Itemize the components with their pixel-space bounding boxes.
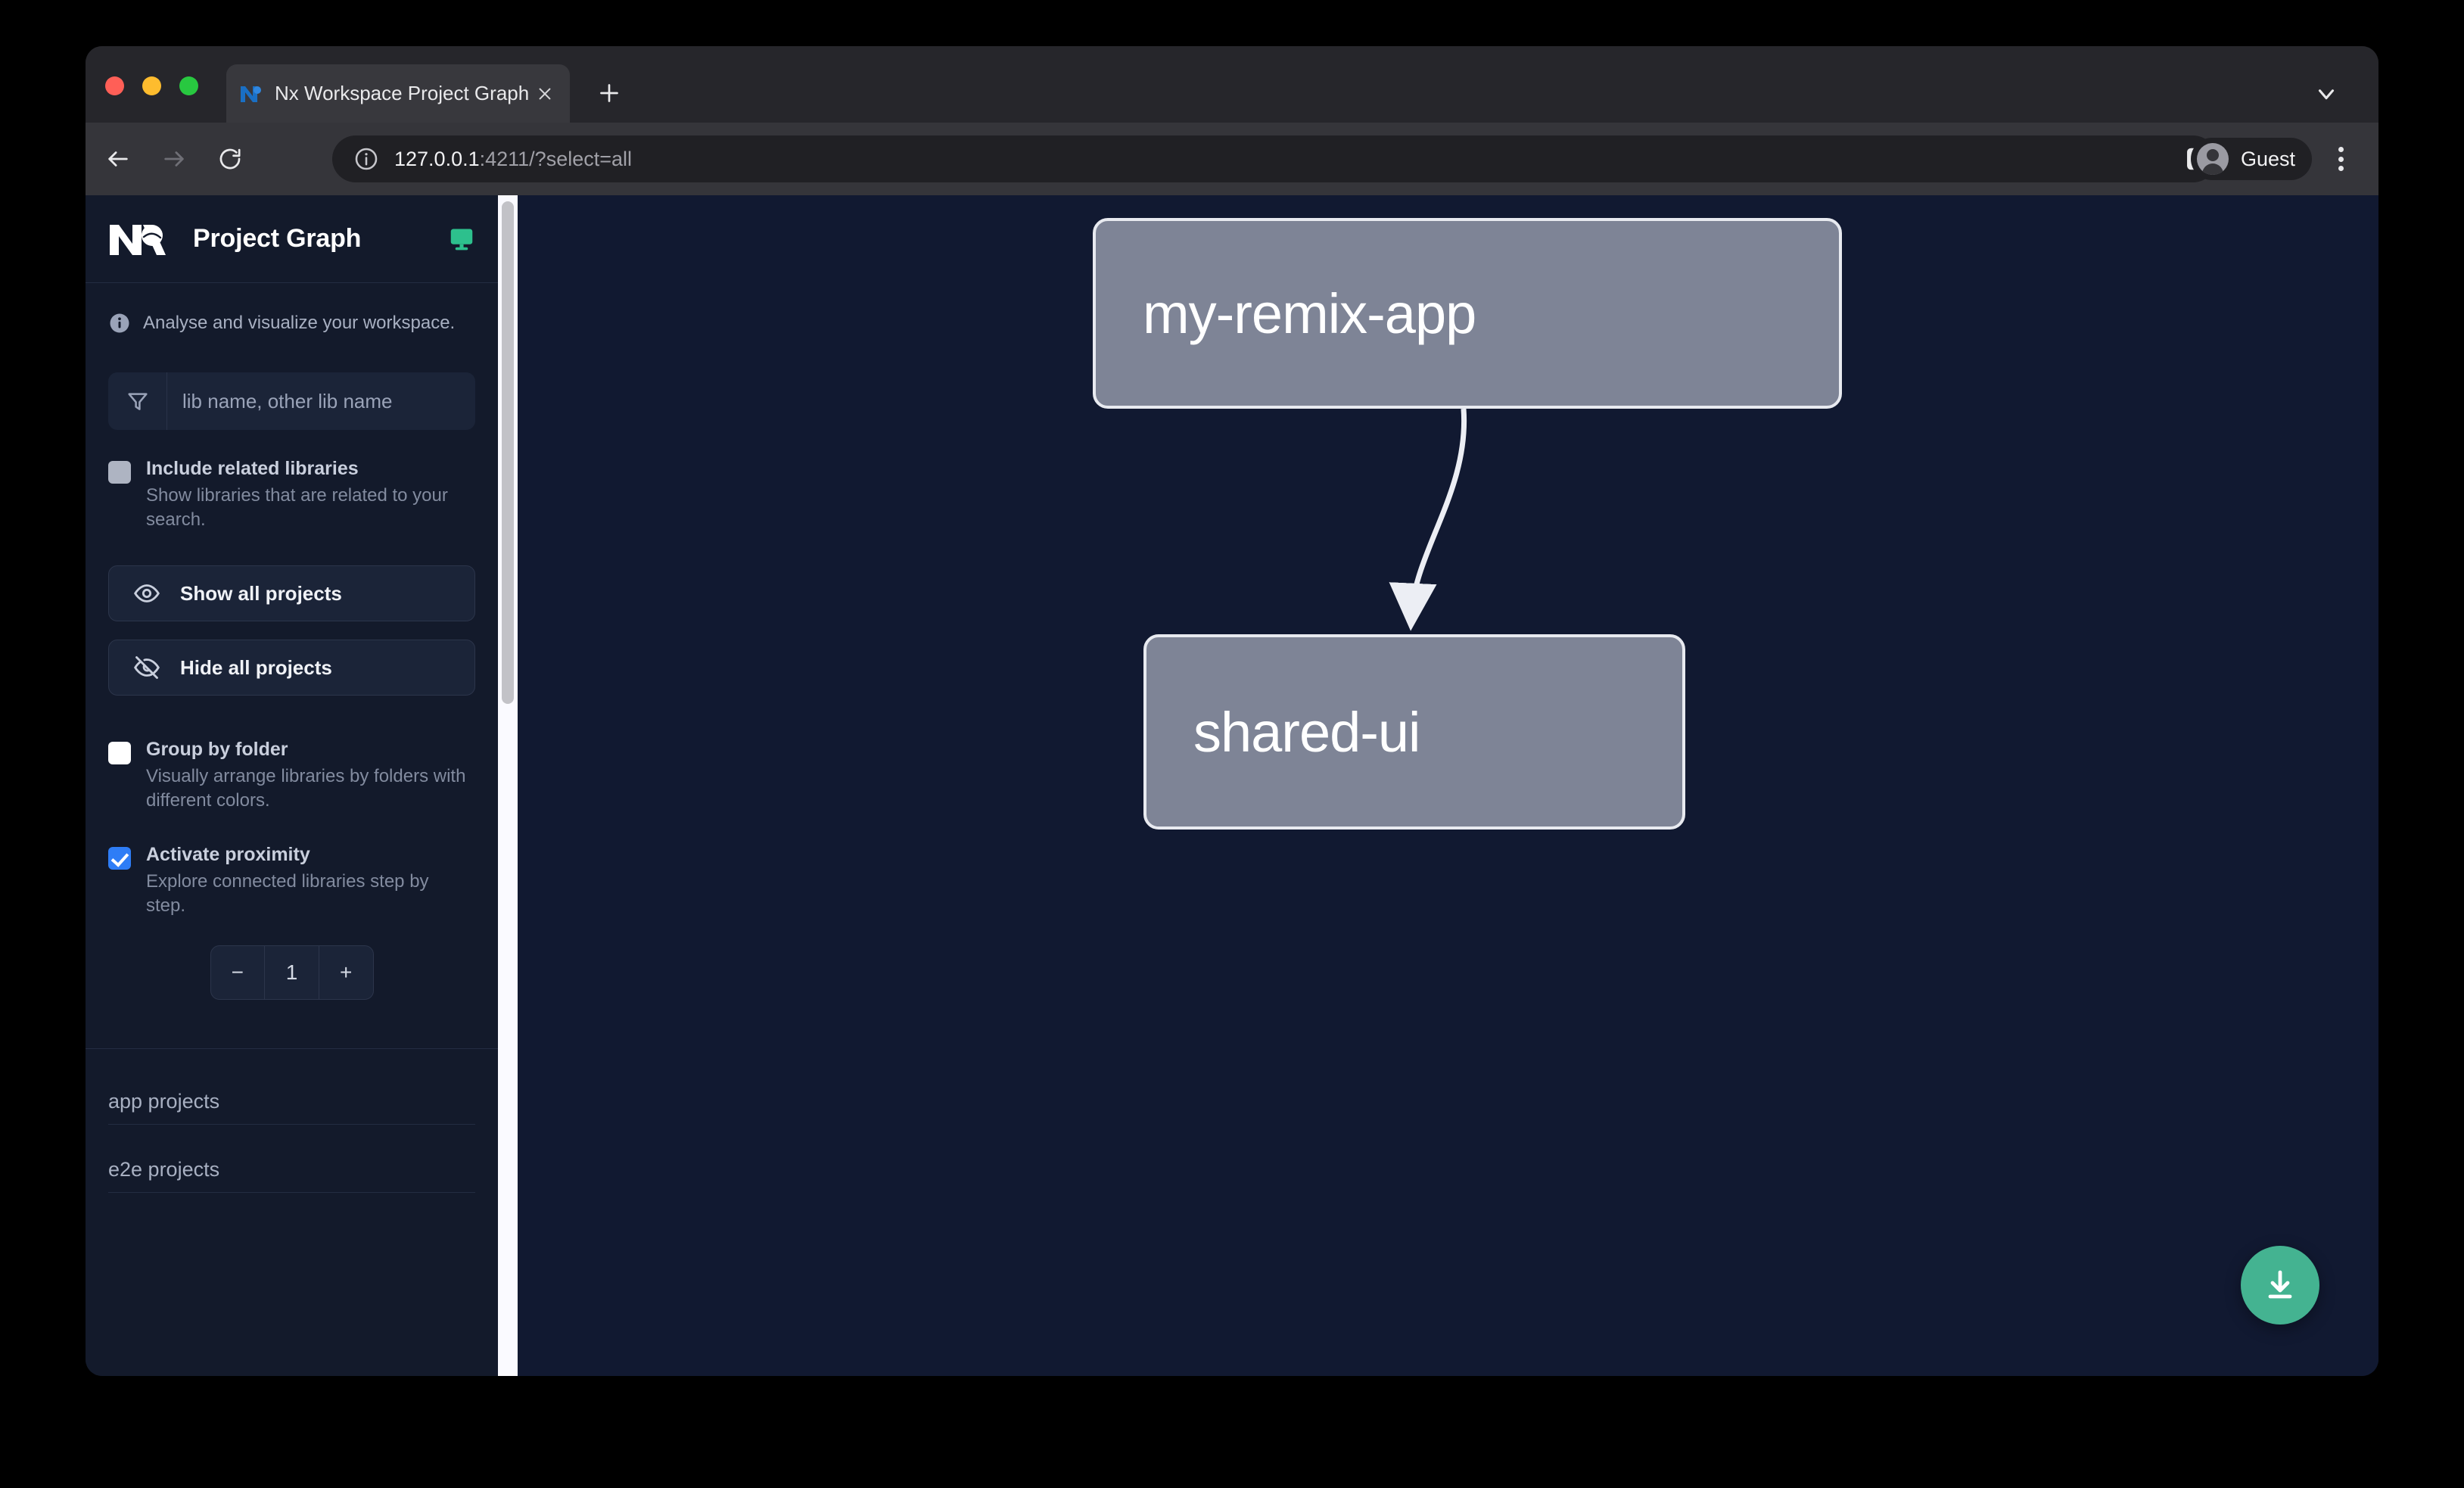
sidebar-item-app-projects[interactable]: app projects [108, 1057, 475, 1125]
window-traffic-lights [105, 76, 198, 95]
browser-tab-title: Nx Workspace Project Graph [275, 82, 530, 104]
activate-proximity-label: Activate proximity [146, 844, 310, 866]
sidebar-scrollbar[interactable] [498, 195, 518, 1376]
quantity-stepper[interactable]: − 1 + [210, 945, 374, 1001]
sidebar: Project Graph [86, 195, 498, 1376]
browser-tab-strip: Nx Workspace Project Graph [86, 46, 2378, 123]
info-circle-icon[interactable] [352, 145, 381, 173]
show-all-projects-label: Show all projects [180, 581, 342, 605]
sidebar-item-e2e-projects[interactable]: e2e projects [108, 1125, 475, 1193]
eye-off-icon [133, 654, 160, 681]
activate-proximity-description: Explore connected libraries step by step… [146, 871, 429, 917]
page-title: Project Graph [193, 224, 362, 253]
tagline-row: Analyse and visualize your workspace. [86, 283, 498, 335]
group-by-folder-checkbox[interactable] [108, 742, 131, 765]
graph-node-label: shared-ui [1193, 700, 1421, 764]
monitor-icon[interactable] [448, 226, 475, 253]
graph-node-my-remix-app[interactable]: my-remix-app [1093, 218, 1842, 409]
nx-logo-icon [108, 222, 167, 257]
group-by-folder-description: Visually arrange libraries by folders wi… [146, 766, 466, 811]
include-related-libraries-checkbox[interactable] [108, 461, 131, 484]
option-group-by-folder[interactable]: Group by folder Visually arrange librari… [86, 738, 498, 813]
browser-tab[interactable]: Nx Workspace Project Graph [226, 64, 570, 123]
eye-icon [133, 580, 160, 607]
filter-field[interactable] [108, 372, 475, 430]
new-tab-button[interactable] [594, 79, 624, 110]
close-traffic-light[interactable] [105, 76, 124, 95]
sidebar-scrollbar-thumb[interactable] [502, 201, 514, 704]
maximize-traffic-light[interactable] [179, 76, 198, 95]
arrow-right-icon[interactable] [151, 135, 198, 182]
include-related-libraries-description: Show libraries that are related to your … [146, 485, 448, 531]
project-graph-canvas[interactable]: my-remix-app shared-ui [518, 195, 2378, 1376]
nx-favicon-icon [238, 81, 264, 107]
address-bar[interactable]: 127.0.0.1:4211/?select=all [332, 135, 2217, 182]
hide-all-projects-button[interactable]: Hide all projects [108, 640, 475, 696]
download-icon [2268, 1270, 2292, 1299]
browser-toolbar: 127.0.0.1:4211/?select=all Guest [86, 123, 2378, 195]
proximity-decrement-button[interactable]: − [211, 946, 266, 1000]
search-input[interactable] [167, 389, 475, 413]
info-circle-icon [108, 312, 131, 335]
sidebar-body: Analyse and visualize your workspace. In… [86, 283, 498, 1376]
graph-edge-my-remix-app-to-shared-ui [1389, 408, 1467, 631]
group-by-folder-label: Group by folder [146, 739, 288, 761]
proximity-value: 1 [265, 946, 319, 1000]
address-bar-path: :4211/?select=all [479, 147, 633, 170]
page-viewport: Project Graph [86, 195, 2378, 1376]
option-include-related-libraries[interactable]: Include related libraries Show libraries… [86, 457, 498, 532]
chevron-down-icon[interactable] [2313, 81, 2339, 107]
download-button[interactable] [2241, 1246, 2319, 1325]
profile-label: Guest [2240, 147, 2295, 170]
browser-window: Nx Workspace Project Graph [86, 46, 2378, 1376]
reload-icon[interactable] [207, 135, 254, 182]
address-bar-url: 127.0.0.1:4211/?select=all [394, 148, 632, 171]
option-activate-proximity[interactable]: Activate proximity Explore connected lib… [86, 843, 498, 918]
minimize-traffic-light[interactable] [142, 76, 161, 95]
arrow-left-icon[interactable] [95, 135, 142, 182]
hide-all-projects-label: Hide all projects [180, 655, 332, 679]
activate-proximity-checkbox[interactable] [108, 847, 131, 870]
address-bar-host: 127.0.0.1 [394, 147, 480, 170]
show-all-projects-button[interactable]: Show all projects [108, 565, 475, 622]
include-related-libraries-label: Include related libraries [146, 458, 359, 479]
project-sections: app projects e2e projects [86, 1048, 498, 1193]
filter-funnel-icon [108, 372, 167, 430]
graph-node-label: my-remix-app [1143, 282, 1476, 345]
sidebar-header: Project Graph [86, 195, 498, 283]
close-icon[interactable] [532, 81, 558, 107]
proximity-increment-button[interactable]: + [340, 960, 353, 985]
profile-button[interactable]: Guest [2190, 138, 2312, 180]
tagline-text: Analyse and visualize your workspace. [143, 313, 456, 333]
user-avatar-icon [2196, 143, 2229, 175]
kebab-menu-icon[interactable] [2326, 144, 2356, 174]
graph-node-shared-ui[interactable]: shared-ui [1143, 634, 1685, 830]
